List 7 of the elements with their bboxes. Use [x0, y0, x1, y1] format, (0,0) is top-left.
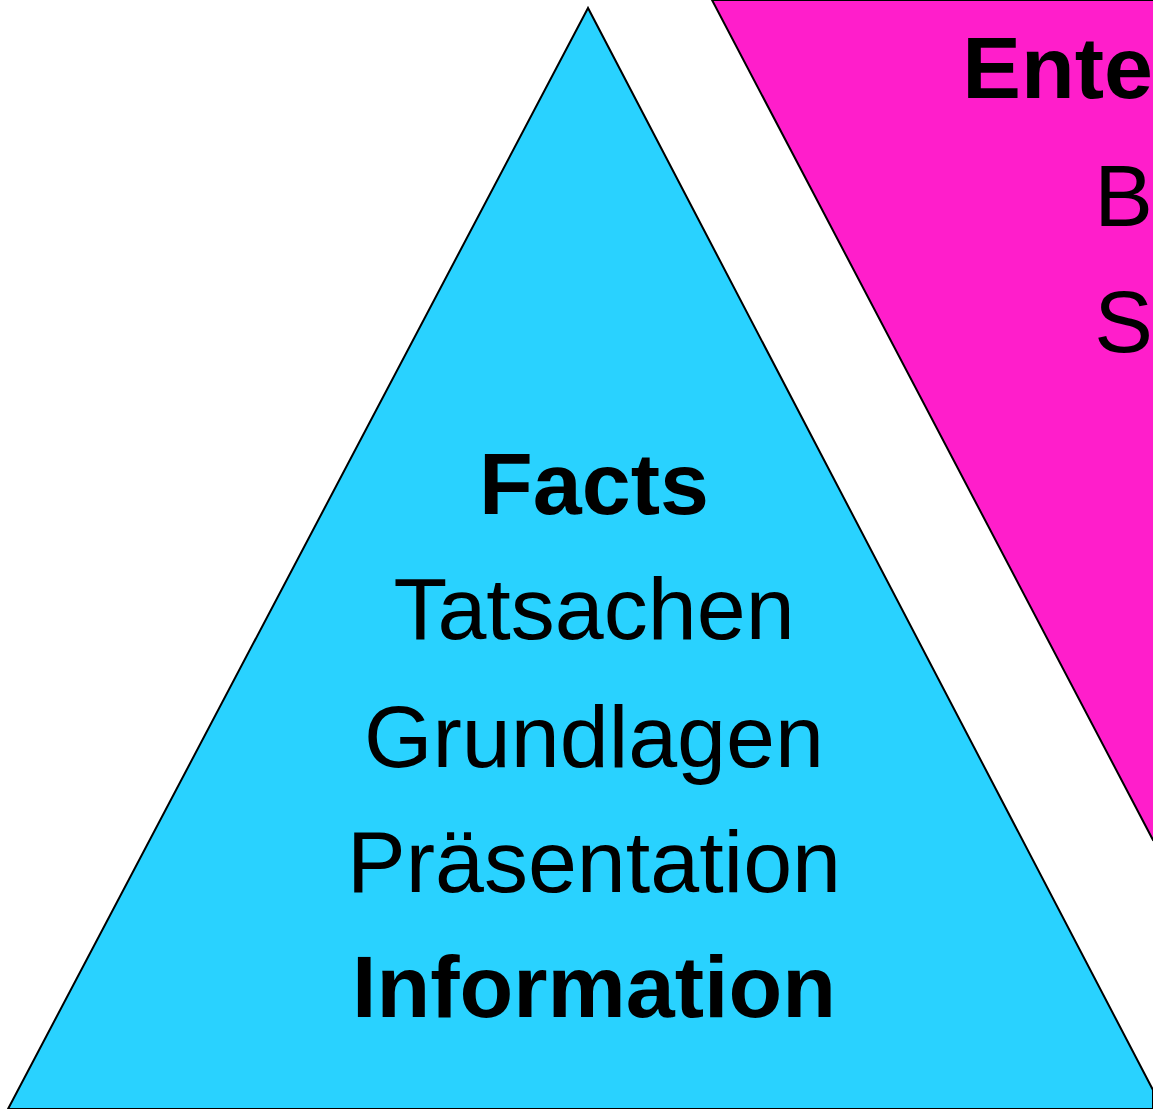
heading-text: Information: [352, 943, 836, 1031]
heading-text: Facts: [479, 440, 709, 528]
label-text: Präsentation: [346, 818, 842, 906]
label-text: S: [1094, 278, 1153, 366]
label-text: B: [1094, 152, 1153, 240]
label-text: Tatsachen: [393, 565, 795, 653]
heading-text: Ente: [962, 24, 1153, 112]
